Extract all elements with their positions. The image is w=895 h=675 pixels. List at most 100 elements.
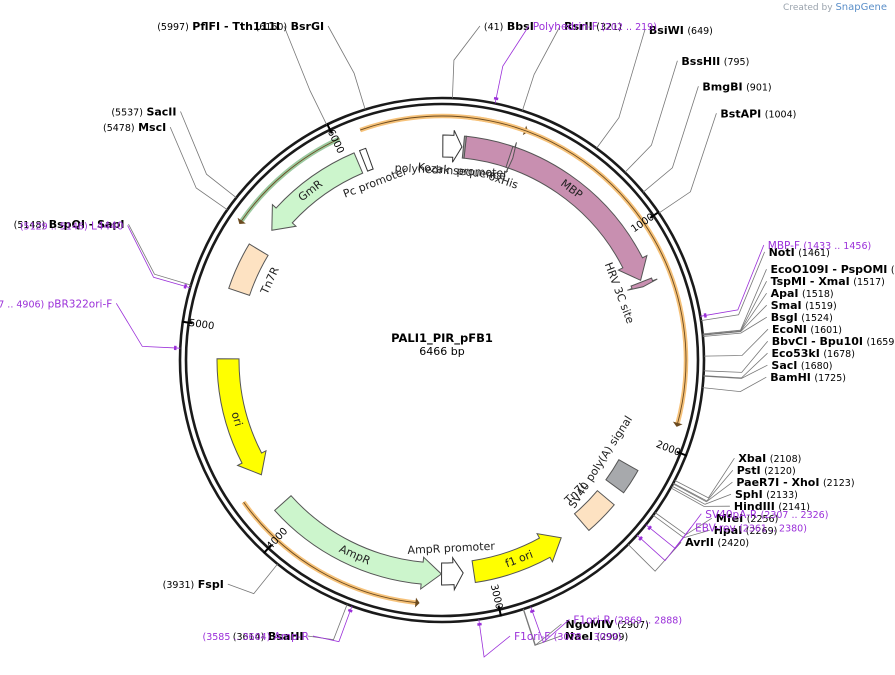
feature-mbp <box>463 135 648 282</box>
site-leader-line <box>327 25 366 110</box>
site-label-sacii: (5537) SacII <box>111 106 176 119</box>
primer-label-polyhedrin-f: Polyhedrin-F (202 .. 219) <box>533 21 657 33</box>
primer-label-f1ori-r: F1ori-R (2869 .. 2888) <box>573 614 682 626</box>
primer-label-f1ori-f: F1ori-F (3078 .. 3099) <box>514 631 621 643</box>
site-label-bbsi: (41) BbsI <box>484 20 534 33</box>
feature-tn7l <box>573 489 615 532</box>
primer-mark <box>638 536 643 541</box>
site-label-hindiii: HindIII (2141) <box>734 500 810 513</box>
tick-mark <box>262 544 272 554</box>
site-leader-line <box>642 86 699 193</box>
feature-label-ori: ori <box>229 410 245 427</box>
primer-leader-line <box>494 25 530 104</box>
site-leader-line <box>670 487 730 507</box>
site-leader-line <box>169 126 228 211</box>
primer-mark <box>477 622 482 626</box>
site-label-bsgi: BsgI (1524) <box>771 311 833 324</box>
site-label-naei: NaeI (2909) <box>565 630 628 643</box>
feature-label-tn7r: Tn7R <box>258 265 282 297</box>
feature-his <box>505 142 517 173</box>
site-leader-line <box>702 316 768 337</box>
primer-mark <box>647 525 652 531</box>
primer-leader-line <box>645 513 702 550</box>
site-label-smai: SmaI (1519) <box>771 299 837 312</box>
primer-mark <box>703 313 707 318</box>
site-label-fspi: (3931) FspI <box>163 578 224 591</box>
feature-hrv <box>627 277 658 291</box>
site-label-eco53ki: Eco53kI (1678) <box>772 347 855 360</box>
site-leader-line <box>703 352 768 379</box>
primer-leader-line <box>530 606 570 643</box>
orf-arrowhead <box>414 597 420 608</box>
site-label-avrii: AvrII (2420) <box>685 536 749 549</box>
site-leader-line <box>702 281 767 336</box>
site-leader-line <box>627 541 682 572</box>
plasmid-length: 6466 bp <box>419 345 464 358</box>
orf-arc-line <box>240 138 340 222</box>
feature-amppro <box>441 555 464 592</box>
site-label-msci: (5478) MscI <box>103 121 166 134</box>
site-leader-line <box>596 29 646 149</box>
plasmid-name: PALI1_PIR_pFB1 <box>391 331 493 346</box>
site-label-noti: NotI (1461) <box>769 246 830 259</box>
site-leader-line <box>703 364 768 379</box>
primer-leader-line <box>312 605 353 643</box>
feature-ampr <box>273 495 443 591</box>
site-leader-line <box>700 251 765 321</box>
tick-mark <box>181 320 193 325</box>
feature-label-polh: polyhedrin promoter <box>394 161 508 180</box>
site-leader-line <box>671 485 732 505</box>
site-leader-line <box>452 25 481 99</box>
site-label-saci: SacI (1680) <box>771 359 832 372</box>
orf-arcs <box>237 113 689 608</box>
feature-label-amppro: AmpR promoter <box>407 540 495 557</box>
snapgene-watermark: Created by SnapGene <box>783 2 887 13</box>
site-label-psti: PstI (2120) <box>737 464 796 477</box>
site-label-bspqi-sapi: (5148) BspQI - SapI <box>14 218 125 231</box>
primer-label-l4440: (5129 .. 5146) L4440 <box>20 220 124 232</box>
site-label-sphi: SphI (2133) <box>735 488 798 501</box>
primer-label-amp-r: (3585 .. 3604) Amp-R <box>203 631 309 643</box>
site-label-hpai: HpaI (2269) <box>714 524 778 537</box>
site-leader-line <box>227 563 278 595</box>
site-leader-line <box>522 608 562 646</box>
site-leader-line <box>702 376 767 393</box>
orf-arrowhead <box>672 421 683 427</box>
site-leader-line <box>703 328 769 357</box>
primer-label-mbp-f: MBP-F (1433 .. 1456) <box>768 240 871 252</box>
tick-label: 5000 <box>188 318 215 333</box>
feature-ori <box>216 358 267 476</box>
site-leader-line <box>522 25 561 111</box>
feature-pc <box>358 147 374 172</box>
orf-arrowhead <box>237 217 246 225</box>
tick-mark <box>676 450 688 457</box>
site-leader-line <box>703 340 769 373</box>
feature-f1 <box>471 533 562 584</box>
tick-mark <box>326 123 333 134</box>
site-label-tspmi-xmai: TspMI - XmaI (1517) <box>771 275 885 288</box>
site-leader-line <box>674 457 735 499</box>
site-leader-line <box>624 60 678 173</box>
site-label-econi: EcoNI (1601) <box>772 323 842 336</box>
site-label-xbai: XbaI (2108) <box>738 452 801 465</box>
primer-leader-line <box>115 303 181 349</box>
primer-label-ebv-rev: EBV-rev (2361 .. 2380) <box>695 522 807 534</box>
primer-mark <box>493 96 499 101</box>
feature-sv40 <box>605 459 639 494</box>
tick-label: 2000 <box>654 439 682 459</box>
site-label-rsrii: RsrII (321) <box>564 20 622 33</box>
feature-polh <box>442 130 463 163</box>
site-label-ecoo109i-pspomi: EcoO109I - PspOMI (1514) <box>771 263 895 276</box>
backbone-inner-ring <box>184 102 700 618</box>
site-leader-line <box>180 111 237 199</box>
tick-mark <box>649 210 660 219</box>
tick-mark <box>497 605 503 617</box>
tick-label: 3000 <box>488 583 504 610</box>
site-label-bamhi: BamHI (1725) <box>770 371 846 384</box>
snapgene-brand: SnapGene <box>835 2 887 13</box>
primer-leader-line <box>636 527 692 562</box>
site-label-bsiwi: BsiWI (649) <box>649 24 713 37</box>
primer-leader-line <box>478 619 511 658</box>
orf-arc-line <box>467 116 687 425</box>
